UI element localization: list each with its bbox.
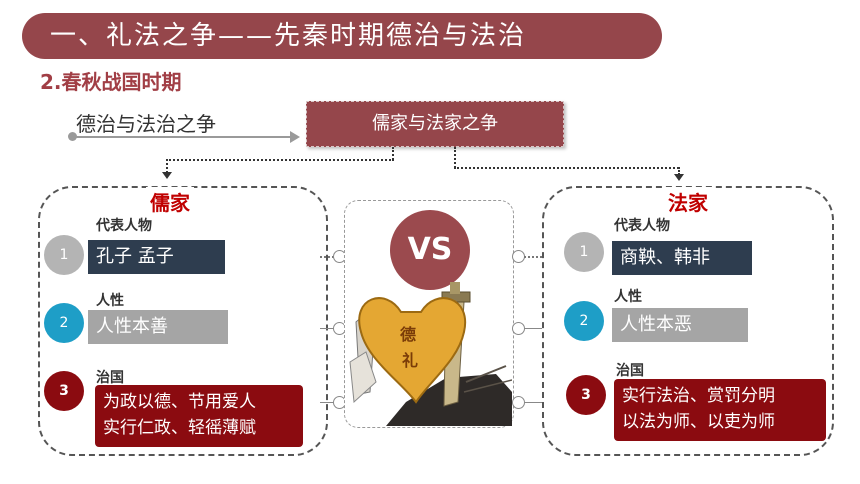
legalist-nature-label: 人性 xyxy=(614,289,642,305)
confucian-representatives-label: 代表人物 xyxy=(96,218,152,234)
connector-right-arrow xyxy=(674,174,684,181)
legalist-title: 法家 xyxy=(664,187,712,216)
legalist-governance-line-1: 实行法治、赏罚分明 xyxy=(622,386,775,406)
legalist-governance-line-2: 以法为师、以吏为师 xyxy=(622,412,775,432)
confucian-number-1: 1 xyxy=(44,235,84,275)
legalist-representatives-box: 商鞅、韩非 xyxy=(612,241,752,275)
legalist-governance-box: 实行法治、赏罚分明 以法为师、以吏为师 xyxy=(614,379,826,441)
legalist-number-3: 3 xyxy=(566,375,606,415)
right-link-1 xyxy=(524,256,542,258)
vs-badge: VS xyxy=(390,210,470,290)
center-topic-box: 儒家与法家之争 xyxy=(306,101,564,147)
confucian-title: 儒家 xyxy=(146,187,194,216)
confucian-nature-label: 人性 xyxy=(96,293,124,309)
confucian-representatives-text: 孔子 孟子 xyxy=(96,246,174,267)
confucian-nature-box: 人性本善 xyxy=(88,310,228,344)
right-link-3 xyxy=(524,402,542,403)
legalist-representatives-text: 商鞅、韩非 xyxy=(620,247,710,268)
heart-char-li: 礼 xyxy=(402,351,418,370)
legalist-nature-text: 人性本恶 xyxy=(620,314,692,335)
legalist-number-1: 1 xyxy=(564,232,604,272)
left-link-3 xyxy=(320,402,338,403)
legalist-nature-box: 人性本恶 xyxy=(612,308,748,342)
left-link-1 xyxy=(320,256,338,258)
confucian-governance-label: 治国 xyxy=(96,370,124,386)
confucian-governance-line-1: 为政以德、节用爱人 xyxy=(103,392,256,412)
legalist-representatives-label: 代表人物 xyxy=(614,218,670,234)
debate-label: 德治与法治之争 xyxy=(76,112,216,136)
connector-left-arrow xyxy=(162,172,172,179)
confucian-representatives-box: 孔子 孟子 xyxy=(88,240,225,274)
page-title: 一、礼法之争——先秦时期德治与法治 xyxy=(22,13,662,59)
connector-left-horizontal xyxy=(166,159,394,161)
connector-right-vertical xyxy=(678,167,680,175)
legalist-governance-label: 治国 xyxy=(616,363,644,379)
right-link-2 xyxy=(524,328,542,329)
heart-char-de: 德 xyxy=(400,325,416,344)
heart-sword-illustration: 德 礼 xyxy=(349,282,512,426)
flow-arrow-start-dot xyxy=(68,132,77,141)
legalist-number-2: 2 xyxy=(564,301,604,341)
connector-right-horizontal xyxy=(454,167,679,169)
confucian-nature-text: 人性本善 xyxy=(96,316,168,337)
confucian-governance-line-2: 实行仁政、轻徭薄赋 xyxy=(103,418,256,438)
connector-left-vertical xyxy=(166,159,168,173)
connector-left-vertical-top xyxy=(392,147,394,160)
confucian-number-3: 3 xyxy=(44,371,84,411)
section-subtitle: 2.春秋战国时期 xyxy=(40,70,182,94)
confucian-governance-box: 为政以德、节用爱人 实行仁政、轻徭薄赋 xyxy=(95,385,303,447)
flow-arrow-line xyxy=(72,136,296,138)
flow-arrow-head xyxy=(290,131,300,143)
confucian-number-2: 2 xyxy=(44,303,84,343)
left-link-2 xyxy=(320,328,338,329)
connector-right-vertical-top xyxy=(454,147,456,168)
